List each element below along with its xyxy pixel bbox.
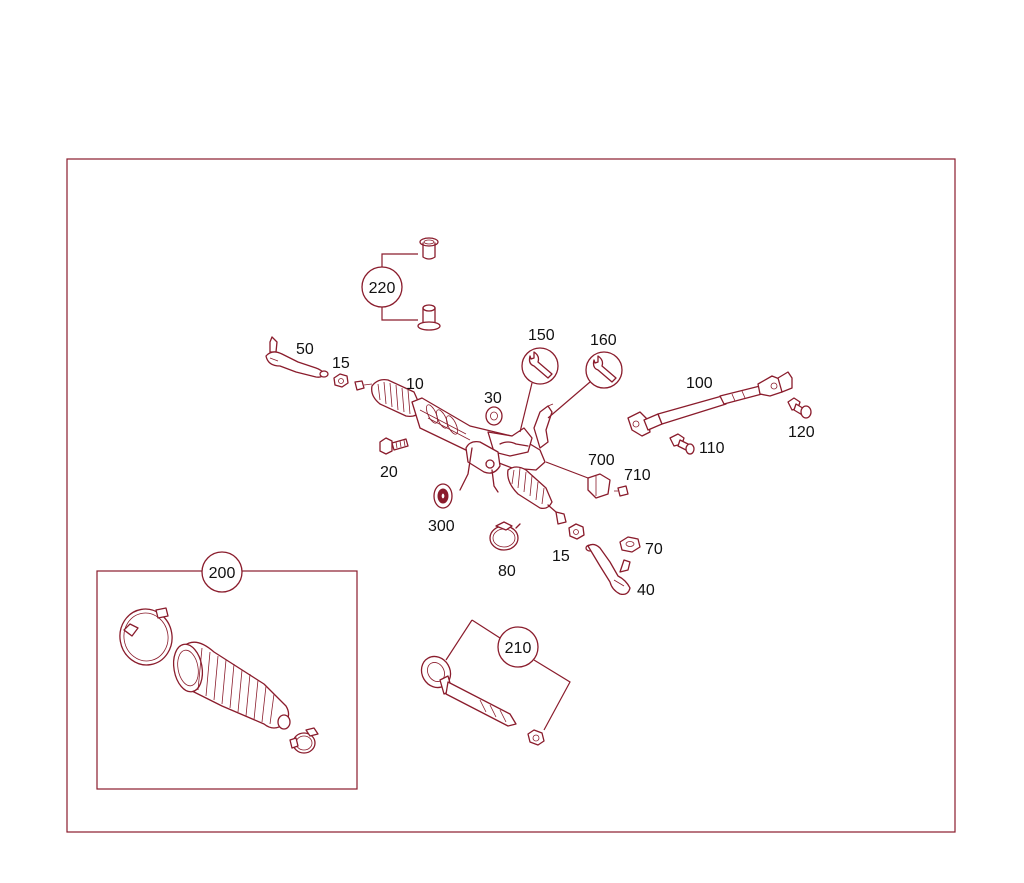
- callout-700: 700: [588, 452, 615, 469]
- inner-joint-left: [354, 380, 373, 391]
- callout-200-circle: [201, 551, 243, 593]
- leader-700: [545, 461, 589, 479]
- callout-160: 160: [590, 332, 617, 349]
- bolt-120[interactable]: [787, 397, 812, 419]
- callout-40: 40: [637, 582, 655, 599]
- callout-120: 120: [788, 424, 815, 441]
- callout-220-circle: [361, 266, 403, 308]
- callout-150: 150: [528, 327, 555, 344]
- callout-200: 200: [209, 565, 236, 582]
- nut-70[interactable]: [619, 536, 641, 553]
- part-700[interactable]: [587, 473, 611, 499]
- bolt-110[interactable]: [669, 433, 695, 455]
- callout-220: 220: [369, 280, 396, 297]
- callout-110: 110: [699, 440, 725, 457]
- callout-80: 80: [498, 563, 516, 580]
- inner-tie-rod-210[interactable]: 210: [416, 619, 571, 746]
- tie-rod-end-40[interactable]: [585, 543, 631, 596]
- bushing-220-group[interactable]: 220: [361, 237, 441, 331]
- part-710[interactable]: [614, 485, 629, 497]
- callout-50: 50: [296, 341, 314, 358]
- steering-gear-10[interactable]: [371, 378, 567, 525]
- callout-100: 100: [686, 375, 713, 392]
- diagram-frame: [66, 158, 956, 833]
- callout-300: 300: [428, 518, 455, 535]
- wrench-icon: [528, 351, 553, 379]
- wrench-160[interactable]: [547, 351, 623, 419]
- wrench-150[interactable]: [519, 347, 559, 433]
- callout-710: 710: [624, 467, 651, 484]
- callout-15-right: 15: [552, 548, 570, 565]
- grommet-300[interactable]: [433, 483, 453, 509]
- bushing-upper: [419, 237, 439, 260]
- bushing-lower: [417, 304, 441, 331]
- callout-210-circle: [497, 626, 539, 668]
- clamp-80[interactable]: [489, 521, 521, 551]
- callout-20: 20: [380, 464, 398, 481]
- nut-15-left[interactable]: [333, 373, 349, 388]
- wrench-icon: [592, 355, 617, 383]
- tie-rod-end-50[interactable]: [265, 336, 329, 378]
- bolt-20[interactable]: [379, 437, 409, 455]
- callout-70: 70: [645, 541, 663, 558]
- intermediate-shaft-100[interactable]: [627, 371, 793, 437]
- boot-kit-200[interactable]: 200: [116, 551, 319, 754]
- nut-15-right[interactable]: [568, 523, 585, 540]
- callout-15-left: 15: [332, 355, 350, 372]
- washer-30[interactable]: [485, 406, 503, 426]
- callout-210: 210: [505, 640, 532, 657]
- callout-10: 10: [406, 376, 424, 393]
- callout-30: 30: [484, 390, 502, 407]
